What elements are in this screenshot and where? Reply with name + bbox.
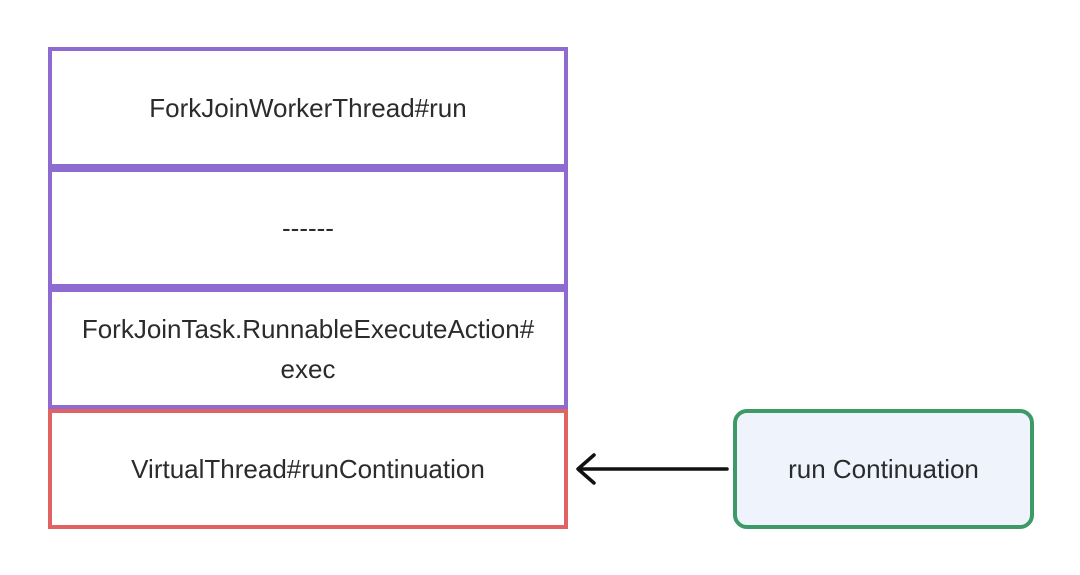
stack-frame-label: VirtualThread#runContinuation <box>131 454 485 484</box>
run-continuation-node: run Continuation <box>733 409 1034 529</box>
stack-frame-forkjoinworkerthread-run: ForkJoinWorkerThread#run <box>48 47 568 168</box>
stack-frame-label: ------ <box>282 213 334 243</box>
arrow-head <box>576 453 596 485</box>
stack-frame-ellipsis: ------ <box>48 168 568 288</box>
node-label: run Continuation <box>788 453 979 484</box>
stack-frame-label: ForkJoinWorkerThread#run <box>149 92 467 123</box>
stack-frame-virtualthread-runcontinuation: VirtualThread#runContinuation <box>48 409 568 529</box>
stack-frame-runnableexecuteaction-exec: ForkJoinTask.RunnableExecuteAction# exec <box>48 288 568 409</box>
stack-frame-label: ForkJoinTask.RunnableExecuteAction# exec <box>81 313 535 384</box>
